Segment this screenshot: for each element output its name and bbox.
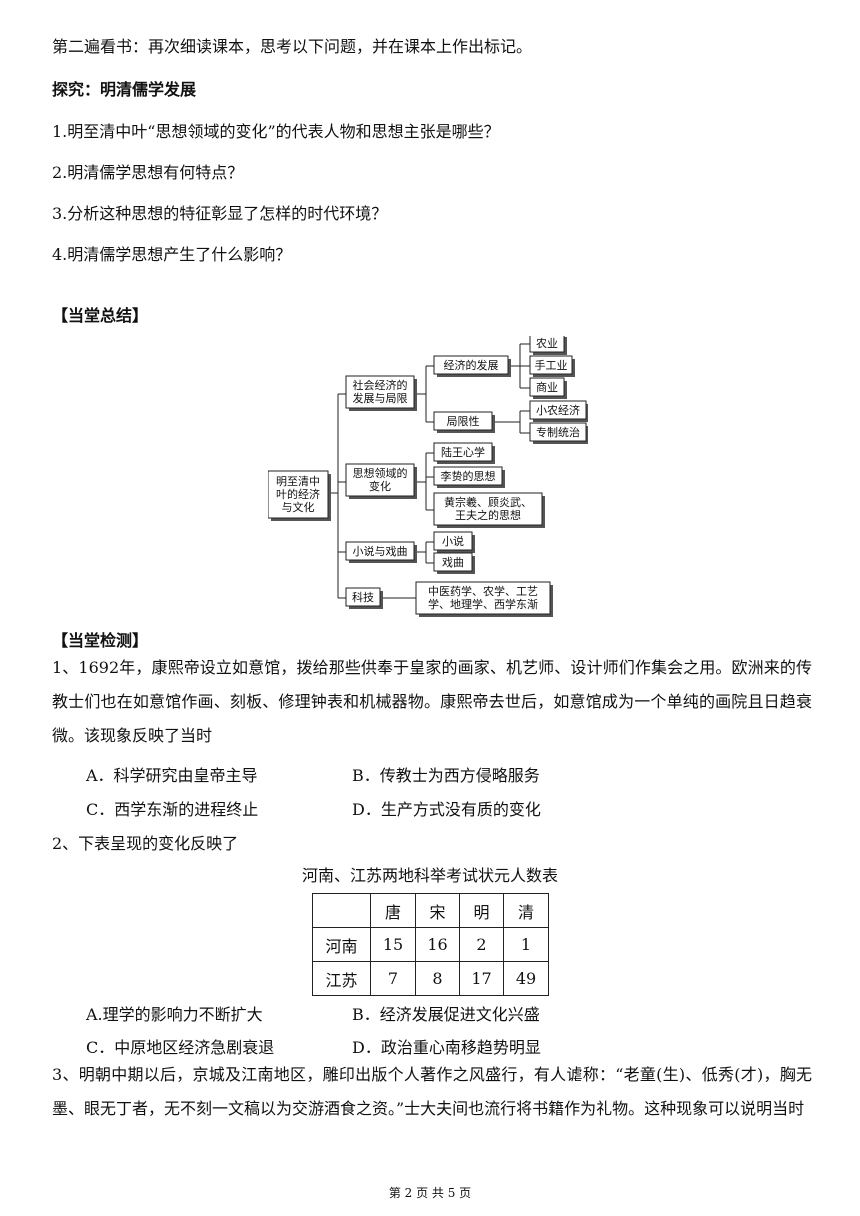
q2-option-b: B．经济发展促进文化兴盛 [352, 1005, 540, 1024]
svg-text:社会经济的: 社会经济的 [353, 378, 408, 392]
q2-score-table: 唐 宋 明 清 河南 15 16 2 1 江苏 7 8 17 49 [312, 893, 549, 996]
item-lu-wang: 陆王心学 [433, 442, 495, 464]
q2-table-title: 河南、江苏两地科举考试状元人数表 [301, 866, 558, 885]
item-three-thinkers: 黄宗羲、顾炎武、 王夫之的思想 [433, 492, 545, 528]
item-autocracy: 专制统治 [529, 422, 588, 444]
svg-text:学、地理学、西学东渐: 学、地理学、西学东渐 [428, 597, 538, 611]
table-row: 江苏 7 8 17 49 [312, 961, 549, 996]
q2-stem: 2、下表呈现的变化反映了 [52, 834, 239, 853]
table-header-row: 唐 宋 明 清 [312, 893, 549, 928]
q1-stem: 1、1692年，康熙帝设立如意馆，拨给那些供奉于皇家的画家、机艺师、设计师们作集… [52, 658, 812, 745]
summary-mind-map: 明至清中 叶的经济 与文化 社会经济的 发展与局限 思想领域的 变化 小说与戏曲… [268, 336, 588, 617]
q2-option-a: A.理学的影响力不断扩大 [86, 1005, 263, 1024]
svg-text:发展与局限: 发展与局限 [353, 391, 408, 405]
root-node: 明至清中 叶的经济 与文化 [268, 470, 331, 521]
q1-option-a: A．科学研究由皇帝主导 [86, 766, 258, 785]
item-agriculture: 农业 [529, 336, 567, 355]
table-row: 河南 15 16 2 1 [312, 927, 549, 962]
svg-text:经济的发展: 经济的发展 [444, 358, 499, 372]
branch-novel-drama: 小说与戏曲 [345, 541, 417, 563]
q2-option-c: C．中原地区经济急剧衰退 [86, 1038, 275, 1057]
q3-stem: 3、明朝中期以后，京城及江南地区，雕印出版个人著作之风盛行，有人谑称：“老童(生… [52, 1065, 812, 1118]
item-tech-detail: 中医药学、农学、工艺 学、地理学、西学东渐 [415, 581, 553, 617]
item-li-zhi: 李贽的思想 [433, 466, 505, 488]
q2-option-d: D．政治重心南移趋势明显 [352, 1038, 541, 1057]
svg-text:戏曲: 戏曲 [442, 556, 464, 569]
svg-text:农业: 农业 [536, 336, 558, 350]
svg-text:变化: 变化 [369, 479, 391, 493]
svg-text:陆王心学: 陆王心学 [441, 445, 485, 459]
question-1: 1.明至清中叶“思想领域的变化”的代表人物和思想主张是哪些？ [52, 122, 500, 141]
svg-text:专制统治: 专制统治 [536, 425, 580, 439]
explore-title: 探究：明清儒学发展 [52, 80, 197, 99]
check-heading: 【当堂检测】 [52, 631, 149, 650]
item-small-farming: 小农经济 [529, 400, 588, 422]
svg-text:科技: 科技 [352, 590, 374, 604]
econ-development: 经济的发展 [433, 355, 511, 377]
page-footer: 第 2 页 共 5 页 [388, 1186, 472, 1200]
question-2: 2.明清儒学思想有何特点？ [52, 163, 244, 182]
q1-option-c: C．西学东渐的进程终止 [86, 800, 259, 819]
intro-line: 第二遍看书：再次细读课本，思考以下问题，并在课本上作出标记。 [52, 37, 533, 56]
summary-heading: 【当堂总结】 [52, 306, 149, 325]
item-handicraft: 手工业 [529, 355, 575, 377]
root-line-1: 明至清中 [276, 475, 320, 488]
svg-text:小说: 小说 [442, 534, 464, 548]
question-3: 3.分析这种思想的特征彰显了怎样的时代环境？ [52, 204, 388, 223]
root-line-3: 与文化 [282, 500, 315, 514]
svg-text:局限性: 局限性 [447, 414, 480, 428]
svg-text:中医药学、农学、工艺: 中医药学、农学、工艺 [428, 584, 538, 598]
svg-text:思想领域的: 思想领域的 [353, 466, 408, 480]
svg-text:王夫之的思想: 王夫之的思想 [455, 508, 521, 522]
svg-text:小农经济: 小农经济 [536, 403, 580, 417]
econ-limitation: 局限性 [433, 411, 495, 433]
svg-text:黄宗羲、顾炎武、: 黄宗羲、顾炎武、 [444, 495, 532, 509]
item-novel: 小说 [433, 531, 475, 553]
svg-text:手工业: 手工业 [535, 358, 568, 372]
branch-tech: 科技 [345, 587, 383, 609]
branch-economy: 社会经济的 发展与局限 [345, 375, 417, 411]
branch-thought: 思想领域的 变化 [345, 463, 417, 499]
svg-text:商业: 商业 [536, 380, 558, 394]
svg-text:小说与戏曲: 小说与戏曲 [353, 544, 408, 558]
q1-option-b: B．传教士为西方侵略服务 [352, 766, 540, 785]
root-line-2: 叶的经济 [276, 487, 320, 501]
item-drama: 戏曲 [433, 552, 475, 574]
item-commerce: 商业 [529, 377, 567, 399]
q1-option-d: D．生产方式没有质的变化 [352, 800, 541, 819]
svg-text:李贽的思想: 李贽的思想 [441, 469, 496, 483]
question-4: 4.明清儒学思想产生了什么影响？ [52, 245, 292, 264]
